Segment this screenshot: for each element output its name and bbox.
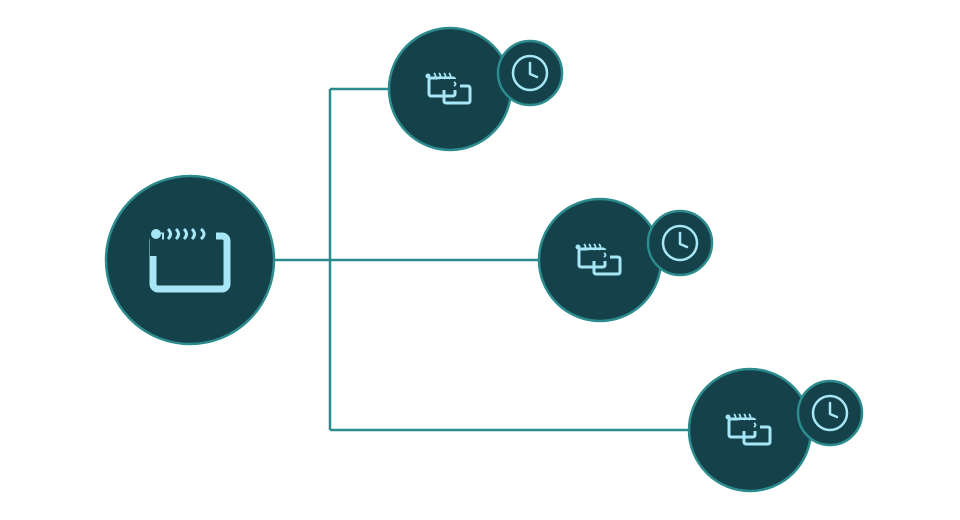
window-icon <box>149 227 231 293</box>
clock-icon <box>811 394 849 432</box>
clock-icon <box>511 54 549 92</box>
child-node <box>687 367 813 493</box>
root-node <box>104 174 276 346</box>
connectors <box>274 87 690 432</box>
stacked-windows-icon <box>575 243 622 276</box>
stacked-windows-icon <box>725 413 772 446</box>
clock-badge <box>796 379 864 447</box>
child-node <box>537 197 663 323</box>
clock-badge <box>646 209 714 277</box>
child-node <box>387 26 513 152</box>
clock-badge <box>496 39 564 107</box>
stacked-windows-icon <box>425 72 472 105</box>
clock-icon <box>661 224 699 262</box>
